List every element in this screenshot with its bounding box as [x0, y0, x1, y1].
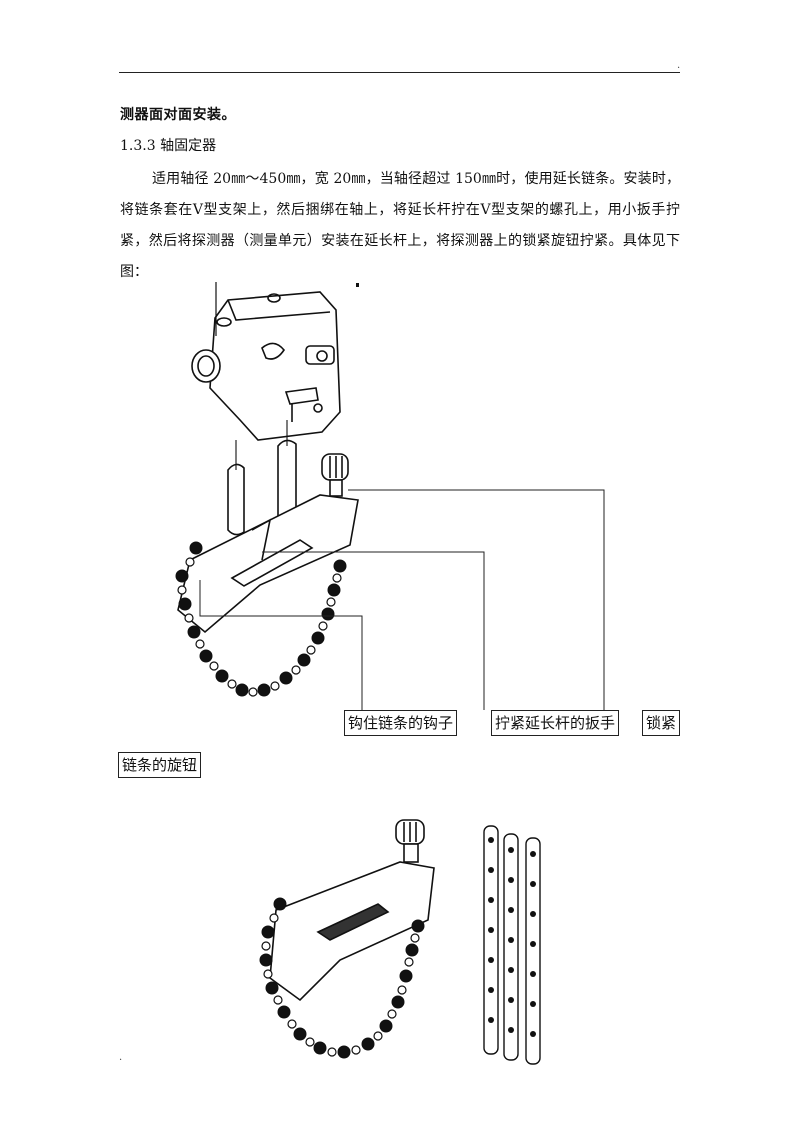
extension-rod-left — [227, 463, 245, 536]
label-wrench: 拧紧延长杆的扳手 — [491, 710, 620, 736]
header-mark: . — [677, 60, 681, 71]
subsection-title: 1.3.3 轴固定器 — [120, 138, 217, 154]
v-bracket — [177, 494, 359, 634]
leader-hook — [199, 580, 363, 710]
bracket-body — [269, 861, 435, 1002]
section-heading: 测器面对面安装。 — [120, 107, 236, 123]
side-knob — [191, 349, 221, 383]
header-rule — [119, 72, 680, 73]
label-lock-part1: 锁紧 — [642, 710, 681, 736]
label-hook: 钩住链条的钩子 — [344, 710, 458, 736]
footer-mark: . — [119, 1052, 123, 1063]
extension-chain — [483, 825, 541, 1065]
body-paragraph: 适用轴径 20㎜～450㎜，宽 20㎜，当轴径超过 150㎜时，使用延长链条。安… — [120, 171, 680, 280]
detector-unit — [209, 291, 341, 441]
label-lock-part2: 链条的旋钮 — [118, 752, 202, 778]
leader-wrench — [262, 551, 485, 710]
leader-lock — [348, 489, 605, 710]
chain — [175, 541, 347, 697]
